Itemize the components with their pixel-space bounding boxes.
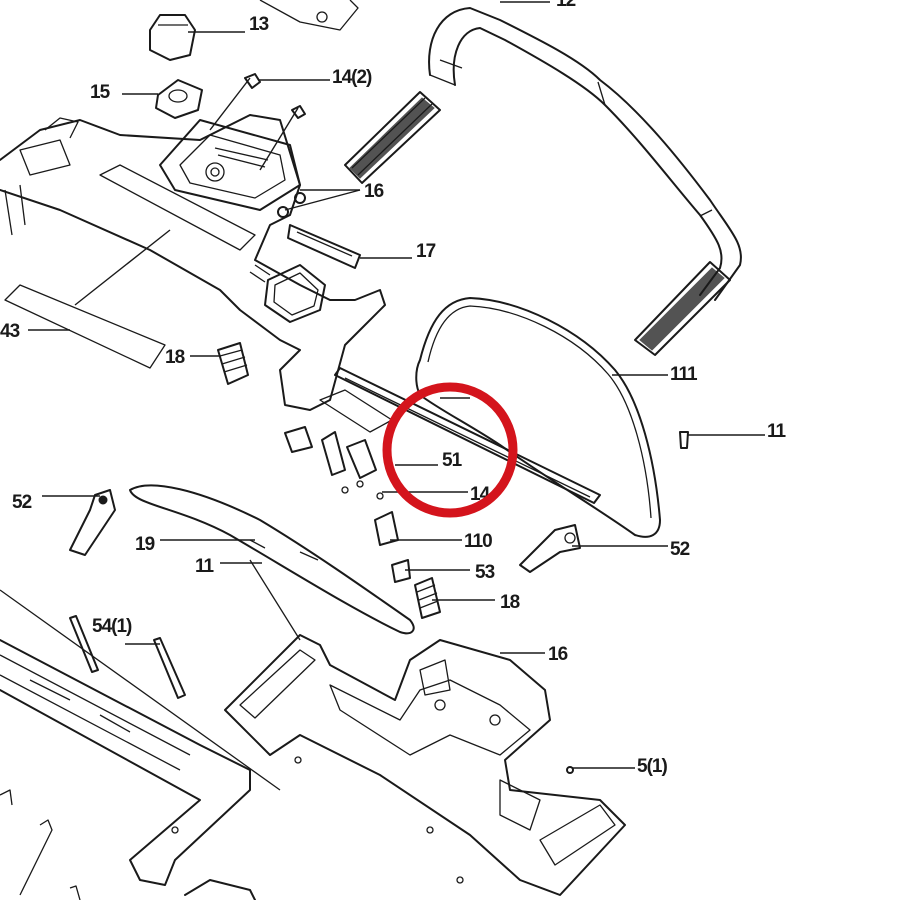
callout-5-1: 5(1) [637, 756, 667, 777]
lever-52-left [69, 489, 116, 556]
rail-bar-long [334, 367, 601, 504]
callout-labels: 13 14(2) 12 15 16 17 43 18 111 11 51 52 … [0, 0, 788, 777]
handrail-bar [428, 7, 742, 301]
leader-lines [28, 1, 765, 769]
callout-17: 17 [416, 241, 436, 262]
spring-18-upper [217, 342, 249, 385]
callout-19: 19 [135, 534, 155, 555]
callout-18-right: 18 [500, 592, 520, 613]
base-frame-16 [224, 634, 626, 896]
highlight-circle [382, 382, 518, 518]
key-part-15 [155, 79, 203, 119]
bottom-left-misc [0, 789, 256, 900]
callout-14-2: 14(2) [332, 67, 372, 88]
screw-11-right [679, 431, 689, 449]
button-strip-17 [287, 224, 361, 269]
cable-19 [129, 484, 415, 635]
callout-16-top: 16 [364, 181, 384, 202]
callout-111: 111 [670, 364, 698, 385]
grip-lower [634, 261, 731, 356]
callout-15: 15 [90, 82, 111, 103]
callout-52-right: 52 [670, 539, 690, 560]
callout-53: 53 [475, 562, 495, 583]
deck-side-frame [0, 559, 301, 886]
callout-12: 12 [556, 0, 576, 11]
spring-53 [391, 559, 411, 583]
callout-11-right: 11 [767, 421, 787, 442]
mounting-bracket-assembly [284, 389, 393, 500]
lever-52-right [519, 524, 581, 573]
small-screws-14 [244, 73, 306, 119]
callout-43: 43 [0, 321, 20, 342]
callout-16-bottom: 16 [548, 644, 568, 665]
callout-110: 110 [464, 531, 492, 552]
display-panel [159, 119, 301, 211]
callout-18-left: 18 [165, 347, 185, 368]
callout-13-top: 13 [249, 14, 269, 35]
console-frame [0, 114, 386, 411]
safety-key-part-13 [149, 14, 196, 61]
callout-54-1: 54(1) [92, 616, 132, 637]
callout-52-left: 52 [12, 492, 32, 513]
callout-51: 51 [442, 450, 463, 471]
spring-18-lower [414, 577, 441, 619]
callout-11-left: 11 [195, 556, 215, 577]
fasteners-16 [277, 192, 306, 218]
label-plate-43 [4, 284, 166, 369]
cable-loop-111 [415, 297, 661, 538]
bolt-54-1 [69, 615, 186, 699]
grip-upper [344, 91, 441, 184]
console-key-pad [249, 264, 326, 323]
cover-plate-top [259, 0, 359, 31]
